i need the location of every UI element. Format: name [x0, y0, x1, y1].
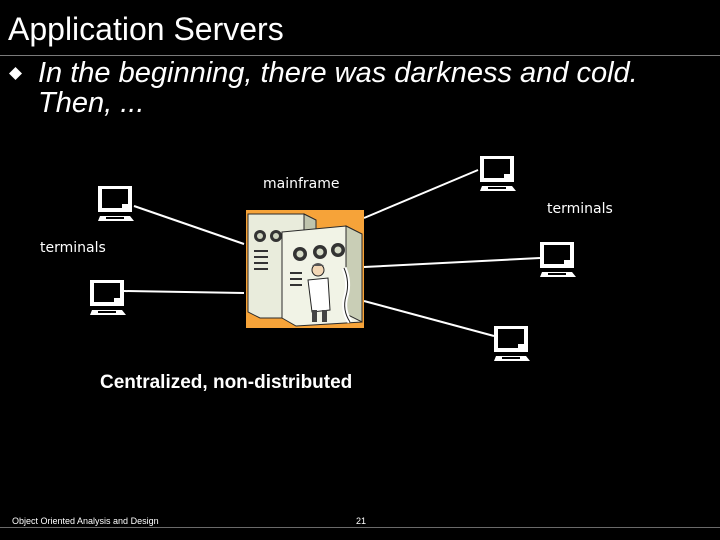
line-right-bottom [363, 300, 495, 337]
line-right-top [363, 169, 479, 219]
terminal-icon [540, 242, 576, 277]
line-right-middle [363, 257, 541, 268]
title-divider [0, 55, 720, 56]
terminal-icon [480, 156, 516, 191]
footer-course-title: Object Oriented Analysis and Design [12, 516, 159, 526]
bullet-point: In the beginning, there was darkness and… [8, 58, 708, 118]
diamond-bullet-icon [9, 67, 22, 80]
mainframe-label: mainframe [263, 176, 340, 192]
mainframe-image [246, 210, 364, 328]
terminals-label-left: terminals [40, 240, 106, 256]
terminal-icon [90, 280, 126, 315]
line-left-top [133, 205, 245, 245]
mainframe-operator-clipart [247, 213, 363, 327]
terminal-icon [98, 186, 134, 221]
slide-number: 21 [356, 516, 367, 526]
terminals-label-right: terminals [547, 201, 613, 217]
diagram-caption: Centralized, non-distributed [100, 372, 353, 393]
line-left-bottom [123, 290, 245, 294]
footer-divider [0, 527, 720, 528]
terminal-icon [494, 326, 530, 361]
bullet-text: In the beginning, there was darkness and… [38, 57, 638, 119]
slide-title: Application Servers [8, 11, 284, 47]
